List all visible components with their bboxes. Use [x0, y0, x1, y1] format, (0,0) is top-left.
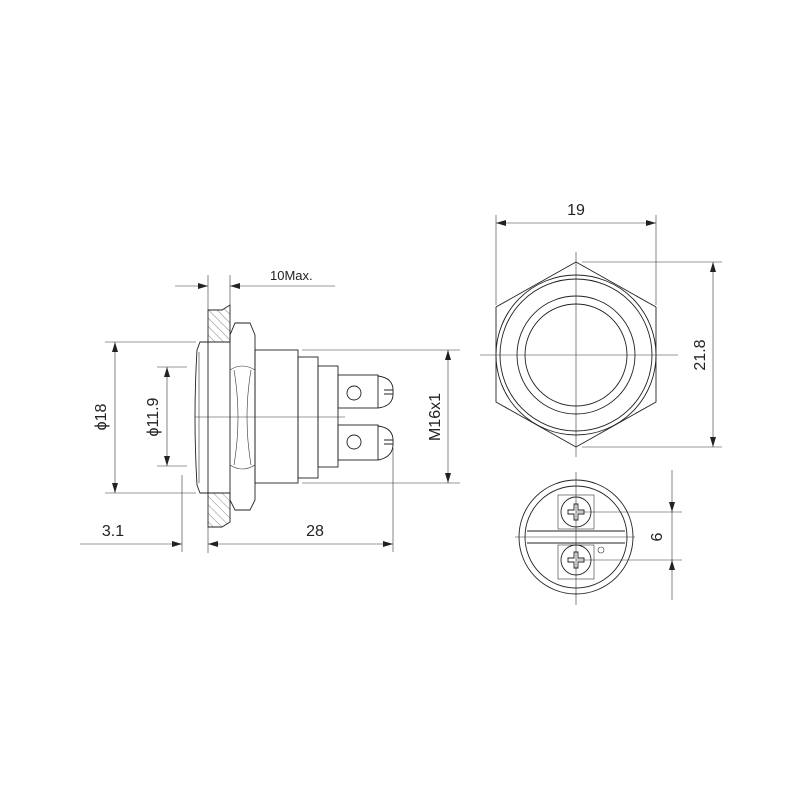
dim-terminal-pitch: 6 [649, 532, 666, 541]
nut [229, 322, 256, 511]
dim-hex-corner: 21.8 [692, 339, 709, 370]
screw-lower [377, 425, 394, 461]
bezel [194, 341, 208, 494]
dim-panel-thickness: 10Max. [270, 268, 313, 283]
dim-thread: M16x1 [427, 393, 444, 441]
dim-bezel-height: 3.1 [102, 523, 124, 540]
terminal-upper [337, 374, 379, 409]
rear-view: 6 [515, 470, 682, 605]
screw-cross-lower [567, 551, 585, 569]
body-step [297, 356, 319, 479]
dim-body-length: 28 [306, 523, 324, 540]
screw-upper [377, 375, 394, 409]
dim-bezel-diameter: ϕ18 [93, 404, 110, 431]
dim-hex-width: 19 [567, 202, 585, 219]
panel-section [207, 304, 231, 528]
body [254, 349, 299, 484]
terminal-lower [337, 424, 379, 461]
screw-cross-upper [567, 503, 585, 521]
body-step-2 [317, 365, 339, 468]
side-view: 10Max. ϕ18 ϕ11.9 M16x1 3.1 28 [80, 268, 460, 553]
front-view: 19 21.8 [480, 202, 722, 457]
dim-lens-diameter: ϕ11.9 [145, 397, 162, 436]
